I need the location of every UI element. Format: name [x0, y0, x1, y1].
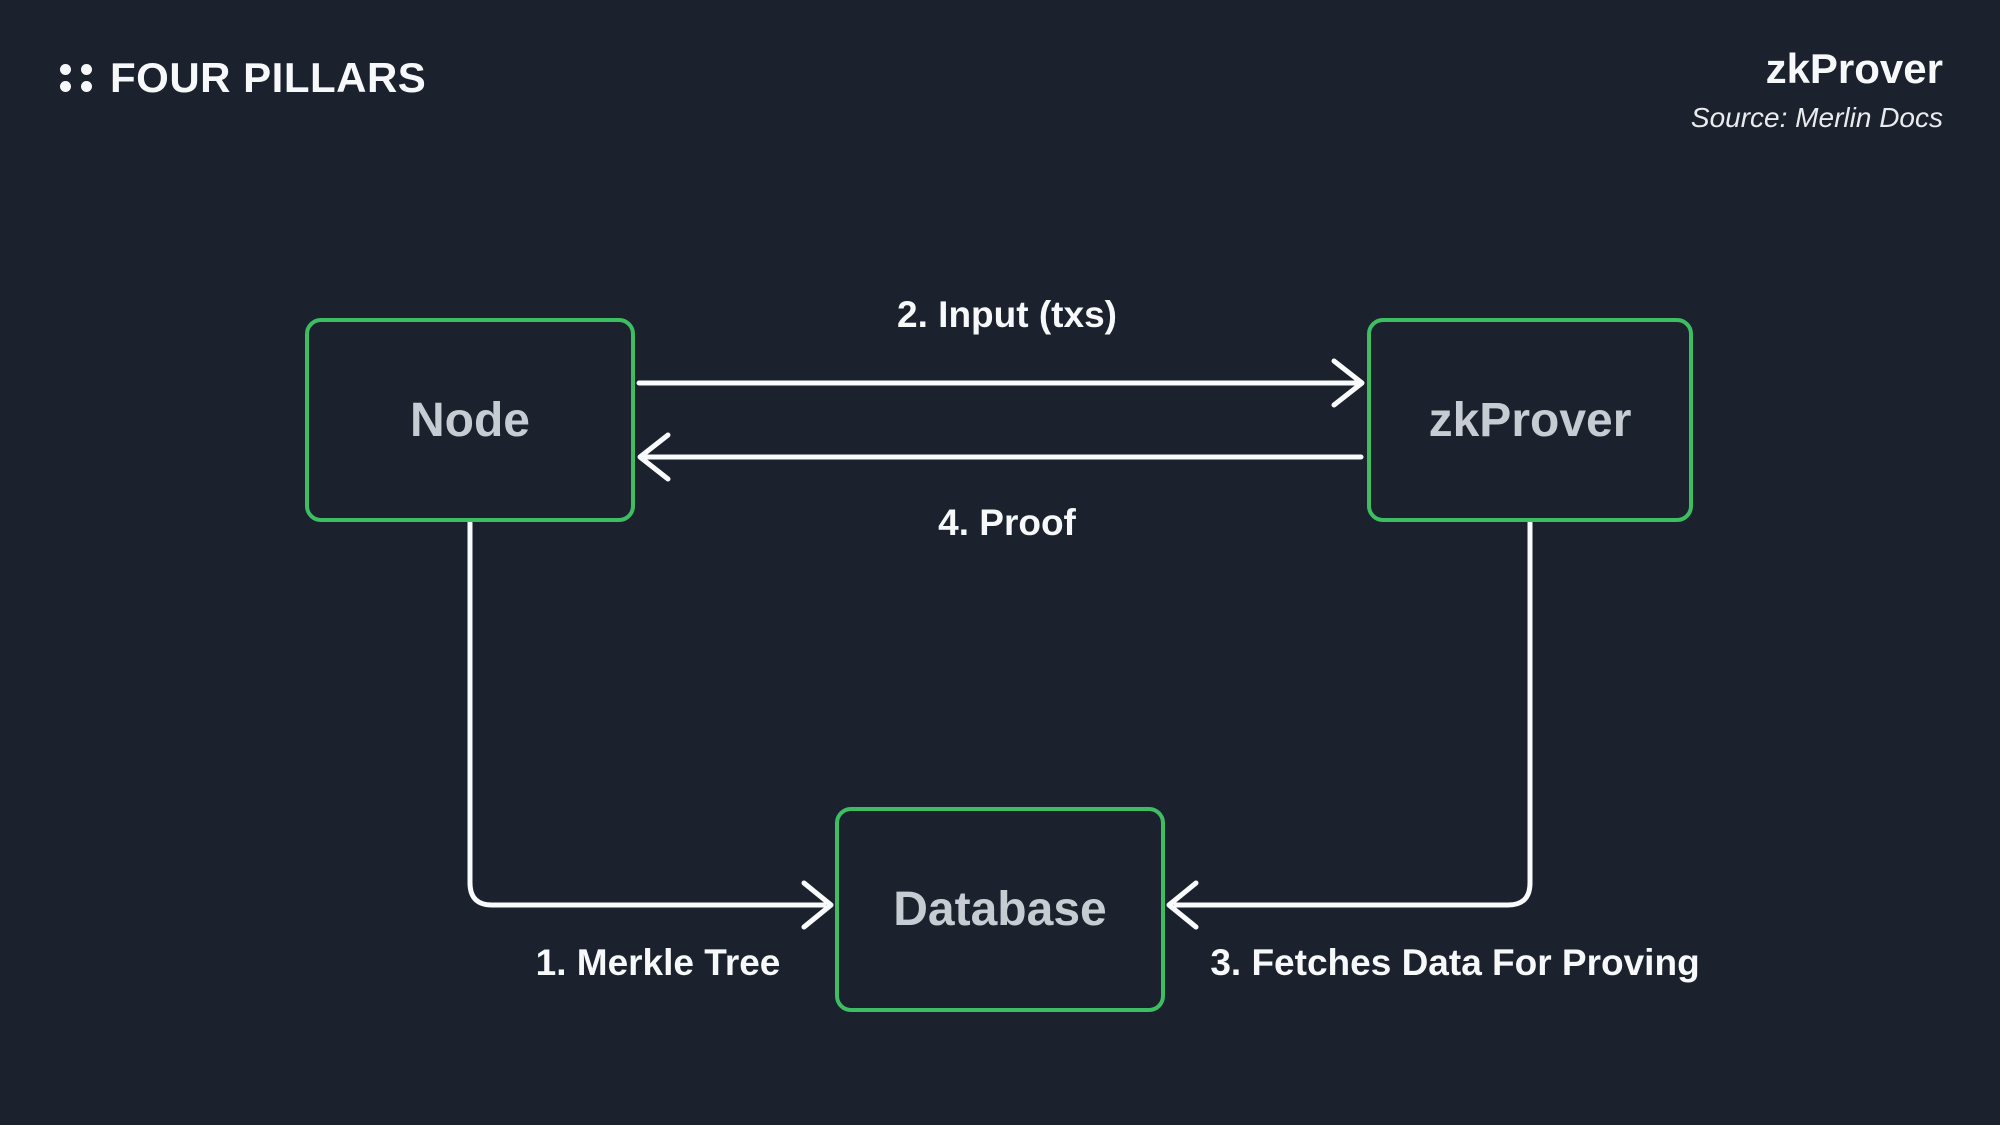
- edge-label-merkle-tree: 1. Merkle Tree: [535, 942, 781, 983]
- source-caption: Source: Merlin Docs: [1690, 102, 1943, 133]
- node-box: Node: [305, 318, 635, 522]
- edge-label-proof: 4. Proof: [938, 502, 1076, 543]
- logo-dot: [81, 81, 92, 92]
- node-box-label: Node: [410, 393, 530, 447]
- page-title: zkProver: [1765, 45, 1943, 92]
- logo-dot: [60, 64, 71, 75]
- logo-dot: [81, 64, 92, 75]
- database-box: Database: [835, 807, 1165, 1012]
- edge-label-input-txs: 2. Input (txs): [897, 294, 1117, 335]
- edge-merkle-tree-line: [467, 520, 827, 908]
- logo-dot: [60, 81, 71, 92]
- four-dots-logo-icon: [60, 64, 92, 92]
- brand: FOUR PILLARS: [60, 54, 426, 102]
- zkprover-box-label: zkProver: [1428, 393, 1632, 447]
- arrowhead-left-icon: [637, 432, 671, 482]
- brand-name: FOUR PILLARS: [110, 54, 427, 101]
- zkprover-box: zkProver: [1367, 318, 1693, 522]
- edge-fetches-data-line: [1173, 520, 1533, 908]
- arrowhead-right-icon: [1331, 358, 1365, 408]
- title-block: zkProver Source: Merlin Docs: [1691, 48, 1943, 132]
- edge-label-fetches-data: 3. Fetches Data For Proving: [1210, 942, 1700, 983]
- arrowhead-right-icon: [801, 880, 834, 930]
- database-box-label: Database: [893, 883, 1107, 936]
- arrowhead-left-icon: [1166, 880, 1199, 930]
